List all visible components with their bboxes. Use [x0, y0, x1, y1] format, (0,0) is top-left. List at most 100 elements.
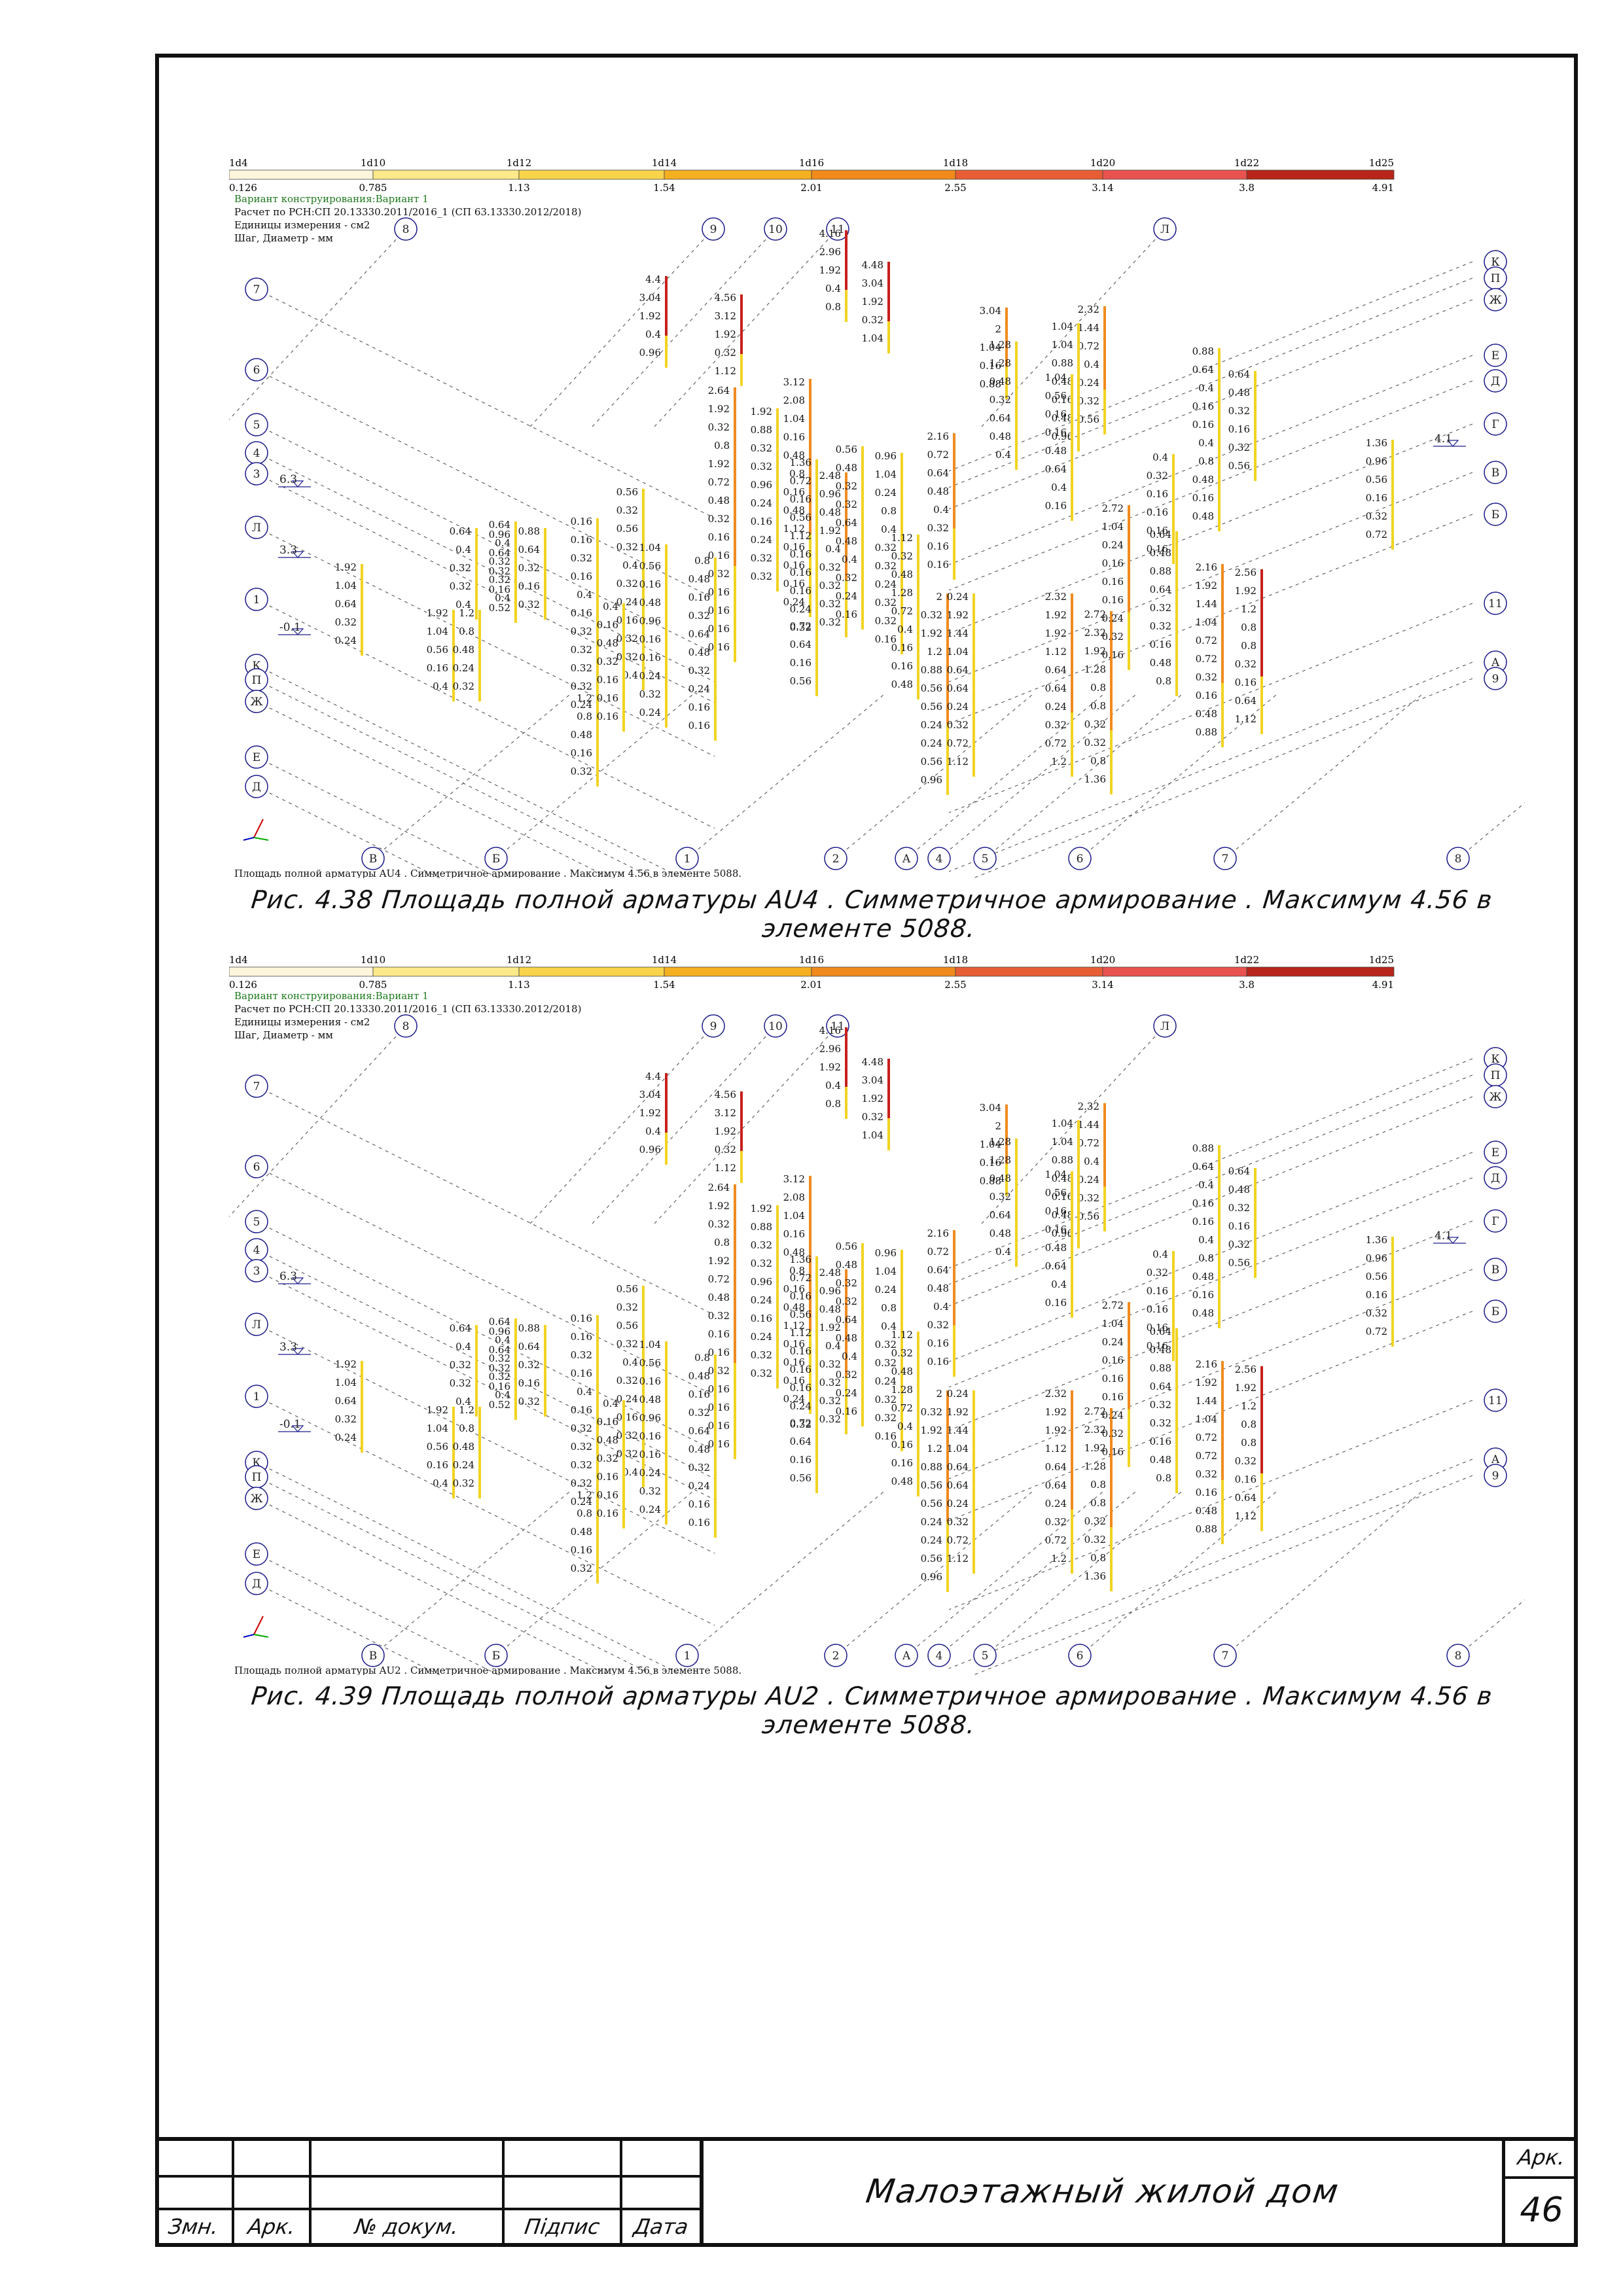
column-value: 0.96: [751, 479, 772, 491]
scale-top-label: 1d20: [1090, 954, 1115, 966]
column-value: 0.32: [688, 665, 710, 677]
axis-bottom-circle: [1068, 1644, 1092, 1667]
column-value: 0.64: [927, 467, 949, 479]
column-value: 0.56: [921, 756, 942, 768]
column-value: 0.32: [616, 1375, 638, 1386]
level-label: 4.1: [1435, 1229, 1452, 1243]
scale-segment: [955, 169, 1103, 180]
axis-top: 8: [402, 223, 410, 236]
column-value: 1.04: [1196, 1413, 1217, 1425]
column-bar: [1391, 440, 1394, 550]
column-value: 0.72: [708, 1273, 730, 1285]
column-value: 0.8: [1090, 682, 1106, 694]
column-bar: [1077, 323, 1080, 451]
column-value: 2.16: [927, 431, 949, 442]
column-value: 0.32: [819, 1358, 841, 1370]
column-value: 0.8: [577, 711, 592, 722]
column-value: 1.44: [947, 1424, 969, 1436]
axis-right: Г: [1491, 418, 1499, 431]
scale-segment: [372, 169, 520, 180]
column-value: 0.16: [571, 516, 592, 527]
column-value: 0.16: [790, 567, 812, 578]
column-value: 0.32: [616, 633, 638, 645]
axis-left-circle: [245, 1259, 268, 1282]
column-value: 0.48: [1196, 708, 1217, 720]
column-value: 0.88: [751, 424, 772, 436]
column-bar: [917, 535, 919, 699]
column-value: 0.88: [980, 378, 1001, 390]
column-value: 0.4: [455, 544, 471, 556]
column-bar-lower: [665, 1133, 668, 1165]
column-value: 0.16: [639, 1430, 661, 1442]
scale-top-label: 1d14: [652, 954, 677, 966]
column-value: 0.32: [616, 1338, 638, 1350]
level-marker: [291, 1277, 304, 1284]
column-value: 0.16: [708, 586, 730, 598]
column-value: 0.16: [688, 1498, 710, 1510]
column-value: 1.12: [947, 1553, 969, 1564]
column-value: 0.24: [571, 699, 592, 711]
column-bar-lower: [1103, 389, 1106, 434]
scale-bottom-label: 0.126: [229, 979, 257, 991]
axis-top: 9: [710, 1020, 717, 1033]
column-value: 0.32: [571, 1441, 592, 1453]
axis-bottom: 2: [832, 1650, 840, 1663]
column-value: 0.4: [455, 599, 471, 610]
column-value: 0.72: [1078, 1137, 1099, 1149]
scale-top-label: 1d22: [1234, 157, 1259, 169]
axis-top-circle: [826, 1014, 849, 1038]
column-value: 2.16: [927, 1227, 949, 1239]
axis-bottom-circle: [1213, 847, 1237, 870]
column-bar: [596, 518, 599, 720]
column-value: 0.16: [708, 1347, 730, 1358]
column-value: 0.56: [790, 675, 812, 687]
column-bar: [740, 294, 743, 386]
column-value: 0.32: [489, 565, 510, 577]
column-value: 2.08: [783, 395, 805, 406]
column-value: 0.16: [1192, 400, 1214, 412]
column-value: 0.32: [571, 680, 592, 692]
column-value: 0.4: [1198, 1234, 1214, 1246]
column-value: 0.32: [947, 719, 969, 731]
axis-bottom-circle: [895, 1644, 918, 1667]
column-value: 0.16: [1150, 639, 1171, 650]
column-value: 0.24: [790, 1400, 812, 1412]
column-value: 0.16: [783, 1375, 805, 1386]
axis-right: В: [1491, 467, 1500, 480]
axis-left: Д: [252, 1578, 261, 1591]
grid-line: [256, 289, 715, 519]
column-value: 1.04: [1052, 1118, 1073, 1129]
axis-top-circle: [1153, 217, 1177, 241]
column-value: 0.64: [947, 682, 969, 694]
column-value: 0.32: [1045, 719, 1067, 731]
column-bar-lower: [1128, 1409, 1130, 1467]
column-value: 0.16: [783, 1228, 805, 1240]
column-value: 0.16: [708, 1420, 730, 1432]
column-value: 1.92: [819, 1061, 841, 1073]
column-value: 0.32: [875, 542, 897, 554]
axis-right: А: [1491, 1453, 1500, 1466]
column-value: 0.64: [836, 517, 857, 529]
column-value: 0.32: [571, 1422, 592, 1434]
column-value: 1.44: [1196, 598, 1217, 610]
column-value: 0.16: [790, 493, 812, 505]
axis-left-circle: [245, 1572, 268, 1595]
axis-left: 7: [253, 283, 260, 296]
column-value: 0.24: [1102, 612, 1124, 624]
column-bar: [596, 695, 599, 786]
column-value: 1.12: [790, 530, 812, 542]
axis-top-circle: [394, 1014, 418, 1038]
column-value: 1.36: [790, 457, 812, 468]
column-value: 1.36: [1366, 1234, 1387, 1246]
col-label-signature: Підпис: [523, 2214, 601, 2239]
scale-segment: [664, 169, 812, 180]
axis-bottom: 6: [1077, 1650, 1084, 1663]
column-value: 1.12: [891, 1329, 913, 1341]
column-values: 4.43.041.920.40.964.563.121.920.321.122.…: [335, 1025, 1394, 1592]
column-value: 1.04: [639, 542, 661, 554]
column-value: 1.92: [639, 1107, 661, 1119]
axis-left: 6: [253, 364, 260, 377]
grid-line: [592, 1025, 776, 1224]
column-value: 0.64: [990, 1209, 1011, 1221]
